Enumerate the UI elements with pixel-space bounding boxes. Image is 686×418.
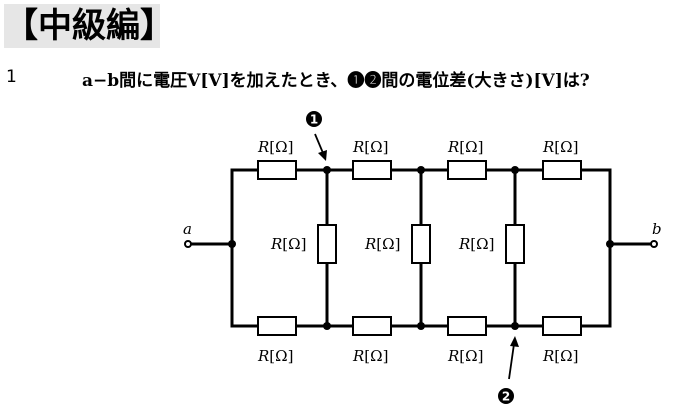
label-top-4: R[Ω] [542,138,578,156]
label-vertical-3: R[Ω] [458,235,494,253]
terminal-b [650,240,658,248]
terminal-a [184,240,192,248]
label-bottom-4: R[Ω] [542,347,578,365]
label-vertical-1: R[Ω] [270,235,306,253]
resistor-top-4 [542,160,582,180]
node-top-2 [417,166,425,174]
label-bottom-3: R[Ω] [447,347,483,365]
label-bottom-2: R[Ω] [352,347,388,365]
terminal-b-label: b [652,220,662,238]
resistor-vertical-3 [505,224,525,264]
question-text: a−b間に電圧V[V]を加えたとき、❶❷間の電位差(大きさ)[V]は? [82,71,590,91]
resistor-bottom-1 [257,316,297,336]
label-vertical-2: R[Ω] [364,235,400,253]
node-2-arrowhead [510,336,519,347]
resistor-top-2 [352,160,392,180]
label-top-3: R[Ω] [447,138,483,156]
node-left [228,240,236,248]
resistor-bottom-2 [352,316,392,336]
label-bottom-1: R[Ω] [257,347,293,365]
node-top-1 [323,166,331,174]
resistor-top-1 [257,160,297,180]
terminal-a-label: a [183,220,192,238]
node-2-badge [498,388,514,404]
label-top-2: R[Ω] [352,138,388,156]
question-number: 1 [6,67,17,87]
resistor-top-3 [447,160,487,180]
node-1-arrowhead [318,150,327,161]
node-2-badge-label: 2 [502,390,510,404]
resistor-vertical-1 [317,224,337,264]
node-bottom-2 [417,322,425,330]
node-right [606,240,614,248]
node-top-3 [511,166,519,174]
node-2-arrow [508,343,515,380]
resistor-bottom-4 [542,316,582,336]
node-1-badge [306,111,322,127]
node-1-arrow [314,133,324,154]
resistor-bottom-3 [447,316,487,336]
node-bottom-1 [323,322,331,330]
node-bottom-3 [511,322,519,330]
level-heading: 【中級編】 [4,4,174,48]
label-top-1: R[Ω] [257,138,293,156]
resistor-vertical-2 [411,224,431,264]
node-1-badge-label: 1 [310,113,318,127]
